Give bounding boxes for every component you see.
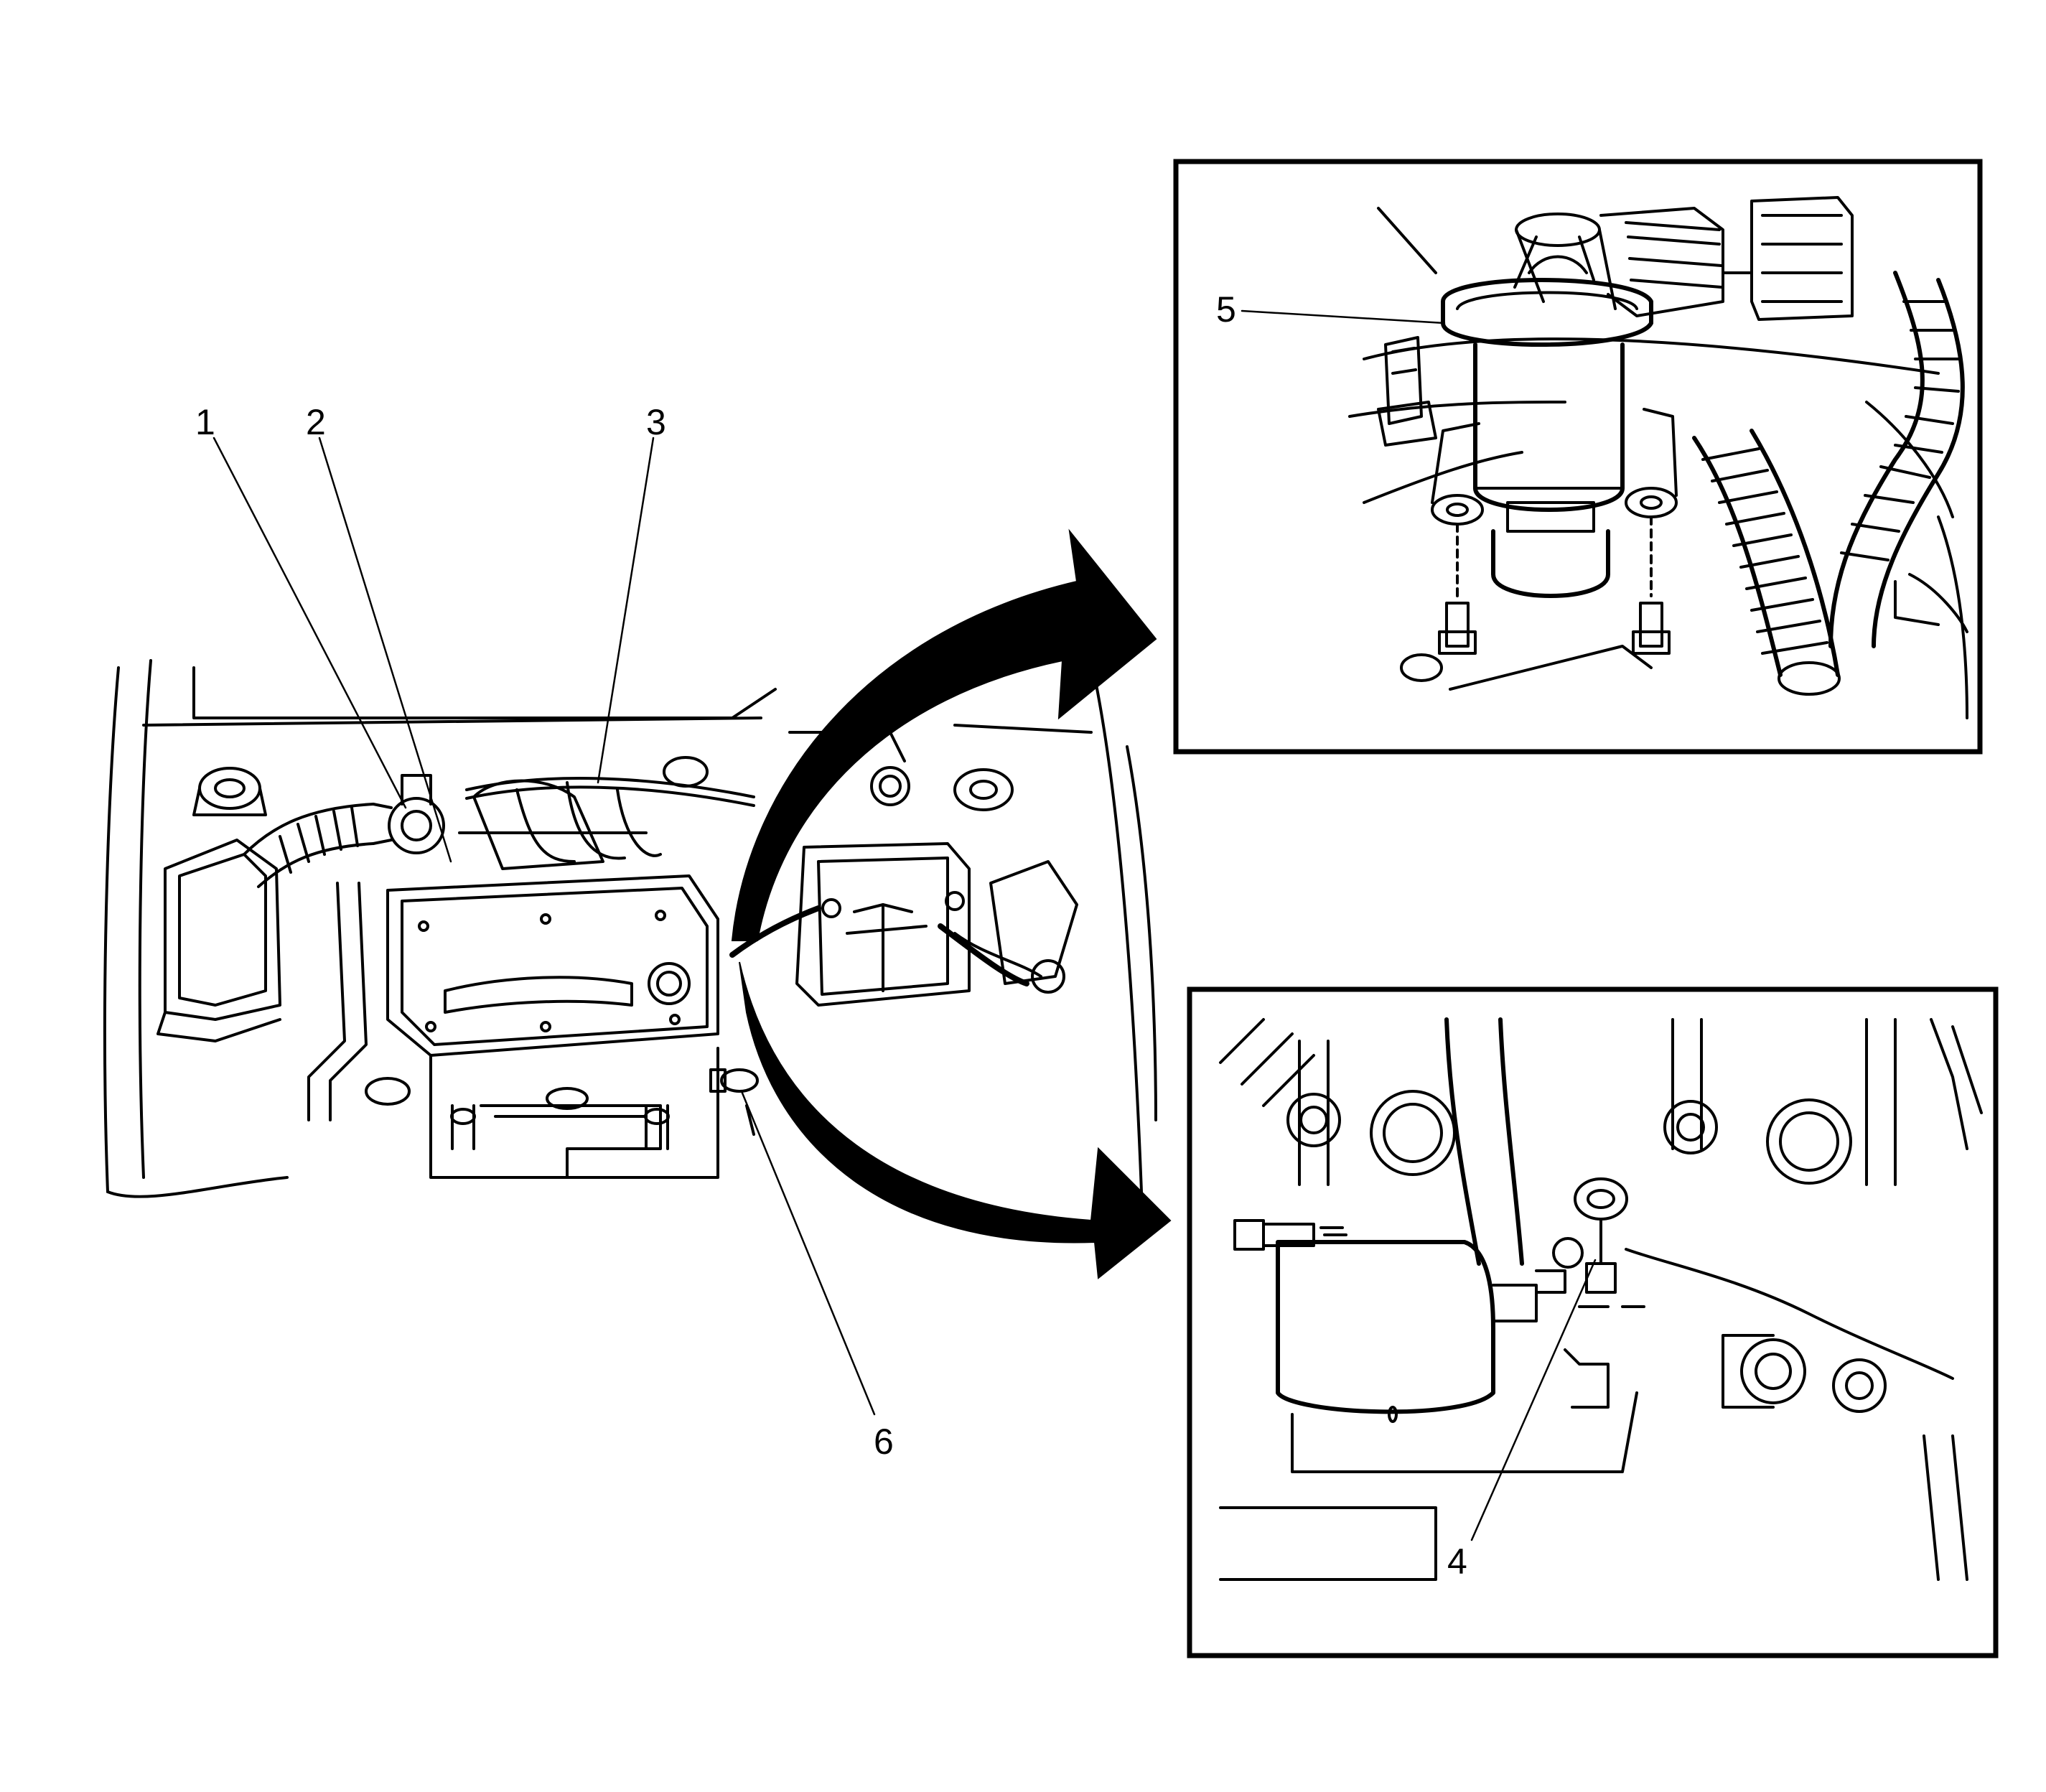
leader-3 (597, 437, 655, 784)
callout-5: 5 (1216, 289, 1236, 330)
callout-1: 1 (195, 402, 215, 442)
sensor-detail (1187, 986, 1999, 1658)
egr-valve-detail (1173, 159, 1983, 755)
callout-2: 2 (306, 402, 326, 442)
callout-4: 4 (1447, 1541, 1467, 1582)
callout-6: 6 (874, 1422, 894, 1462)
leader-lines (212, 309, 1597, 1541)
callout-3: 3 (646, 402, 666, 442)
engine-bay-illustration (103, 659, 1157, 1198)
leader-5 (1241, 309, 1446, 325)
leader-1 (212, 437, 407, 809)
curved-arrow-upper (731, 528, 1157, 941)
curved-arrow-lower (739, 961, 1172, 1279)
leader-4 (1470, 1259, 1597, 1541)
leader-6 (740, 1090, 876, 1416)
leader-2 (318, 437, 452, 863)
